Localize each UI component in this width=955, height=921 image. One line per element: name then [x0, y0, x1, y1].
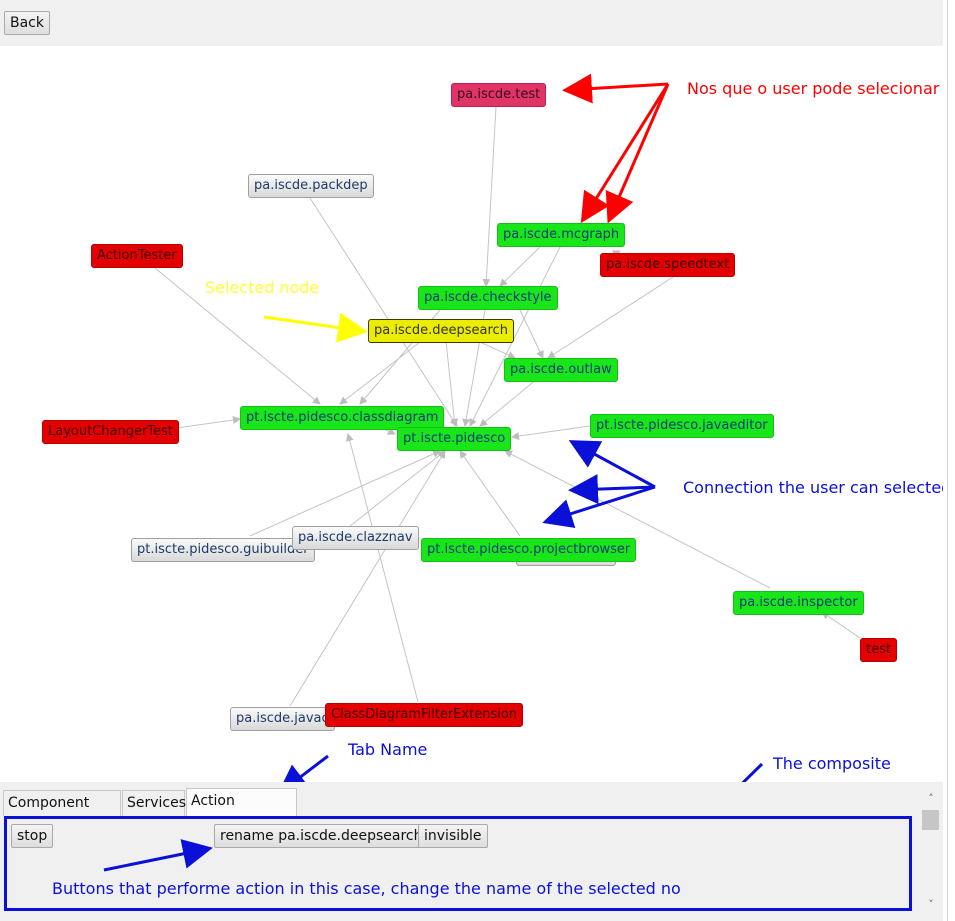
graph-node-pa-iscde-test[interactable]: pa.iscde.test: [451, 83, 547, 107]
graph-edge[interactable]: [154, 267, 321, 405]
graph-edge[interactable]: [339, 341, 421, 405]
annotation-arrow-buttons: [103, 839, 213, 872]
annotation-arrow-yellow: [263, 312, 368, 343]
graph-edge[interactable]: [289, 450, 446, 707]
action-buttons-composite: stop rename pa.iscde.deepsearch invisibl…: [4, 816, 912, 911]
annotation-selectable-nodes: Nos que o user pode selecionar: [687, 79, 940, 98]
graph-node-pa-iscde-outlaw[interactable]: pa.iscde.outlaw: [504, 358, 618, 382]
annotation-arrow-blue: [277, 754, 329, 782]
annotation-arrow-blue: [568, 474, 656, 505]
vertical-scrollbar[interactable]: ˄ ˅: [920, 788, 942, 921]
graph-edge[interactable]: [547, 265, 691, 359]
stop-button[interactable]: stop: [11, 824, 54, 848]
back-button[interactable]: Back: [4, 11, 50, 35]
graph-edge[interactable]: [444, 331, 459, 427]
graph-node-pt-iscte-pidesco-javaeditor[interactable]: pt.iscte.pidesco.javaeditor: [590, 414, 774, 438]
graph-node-pt-iscte-pidesco-classdiagram[interactable]: pt.iscte.pidesco.classdiagram: [240, 406, 445, 430]
graph-node-class-diagram-filter-extension[interactable]: ClassDiagramFilterExtension: [325, 703, 524, 727]
graph-node-pa-iscde-clazznav[interactable]: pa.iscde.clazznav: [292, 526, 419, 550]
graph-edge[interactable]: [821, 611, 861, 639]
graph-edge[interactable]: [349, 450, 446, 527]
tab-services[interactable]: Services: [122, 790, 186, 816]
graph-node-pt-iscte-pidesco-guibuilder[interactable]: pt.iscte.pidesco.guibuilder: [131, 538, 315, 562]
annotation-arrow-blue: [741, 762, 764, 782]
graph-edge[interactable]: [459, 450, 521, 537]
invisible-button[interactable]: invisible: [418, 824, 488, 848]
annotation-arrow-blue: [568, 440, 656, 489]
annotation-arrow-red: [605, 83, 670, 224]
annotation-connection: Connection the user can selected: [683, 478, 943, 497]
graph-node-pa-iscde-inspector[interactable]: pa.iscde.inspector: [733, 591, 864, 615]
annotation-buttons-description: Buttons that performe action in this cas…: [52, 879, 681, 898]
graph-node-pa-iscde-javadoc[interactable]: pa.iscde.javac: [230, 707, 335, 731]
graph-edge[interactable]: [482, 106, 497, 287]
annotation-arrow-blue: [542, 485, 656, 529]
graph-node-test[interactable]: test: [860, 638, 897, 662]
graph-edges: [154, 73, 861, 782]
graph-edge[interactable]: [309, 197, 458, 427]
annotation-selected-node: Selected node: [205, 278, 320, 297]
window-edge: [943, 0, 955, 921]
graph-edge[interactable]: [249, 450, 441, 537]
graph-edge[interactable]: [499, 246, 541, 287]
toolbar: Back: [0, 0, 943, 46]
annotation-composite: The composite: [773, 754, 891, 773]
scroll-up-icon[interactable]: ˄: [928, 792, 934, 805]
graph-edge[interactable]: [511, 425, 591, 440]
scrollbar-thumb[interactable]: [922, 810, 939, 830]
scroll-down-icon[interactable]: ˅: [928, 898, 934, 911]
graph-edge[interactable]: [469, 246, 561, 427]
graph-edge[interactable]: [176, 416, 241, 429]
tab-component-info[interactable]: Component Info: [3, 790, 121, 835]
annotation-arrow-red: [562, 73, 669, 104]
graph-edge[interactable]: [519, 309, 544, 359]
graph-node-pa-iscde-mcgraph[interactable]: pa.iscde.mcgraph: [497, 223, 626, 247]
graph-canvas[interactable]: pa.iscde.test pa.iscde.packdep pa.iscde.…: [0, 46, 943, 782]
graph-node-pa-iscde-packdep[interactable]: pa.iscde.packdep: [248, 174, 374, 198]
annotation-arrow-red: [580, 83, 670, 224]
graph-node-pa-iscde-speedtext[interactable]: pa.iscde.speedtext: [600, 253, 736, 277]
tab-folder: Component Info Services Action Buttons s…: [0, 782, 943, 921]
graph-node-pt-iscte-pidesco-projectbrowser[interactable]: pt.iscte.pidesco.projectbrowser: [421, 538, 637, 562]
graph-edge[interactable]: [504, 450, 771, 589]
graph-node-pa-iscde-deepsearch[interactable]: pa.iscde.deepsearch: [368, 319, 514, 343]
tab-action-buttons[interactable]: Action Buttons: [186, 788, 297, 833]
graph-edge[interactable]: [345, 433, 419, 703]
rename-button[interactable]: rename pa.iscde.deepsearch: [214, 824, 429, 848]
graph-node-action-tester[interactable]: ActionTester: [91, 244, 183, 268]
graph-node-pa-iscde-checkstyle[interactable]: pa.iscde.checkstyle: [418, 286, 558, 310]
graph-node-pt-iscte-pidesco[interactable]: pt.iscte.pidesco: [397, 427, 512, 451]
graph-node-layout-changer-test[interactable]: LayoutChangerTest: [42, 420, 179, 444]
graph-edge[interactable]: [479, 341, 516, 359]
annotation-tab-name: Tab Name: [348, 740, 428, 759]
